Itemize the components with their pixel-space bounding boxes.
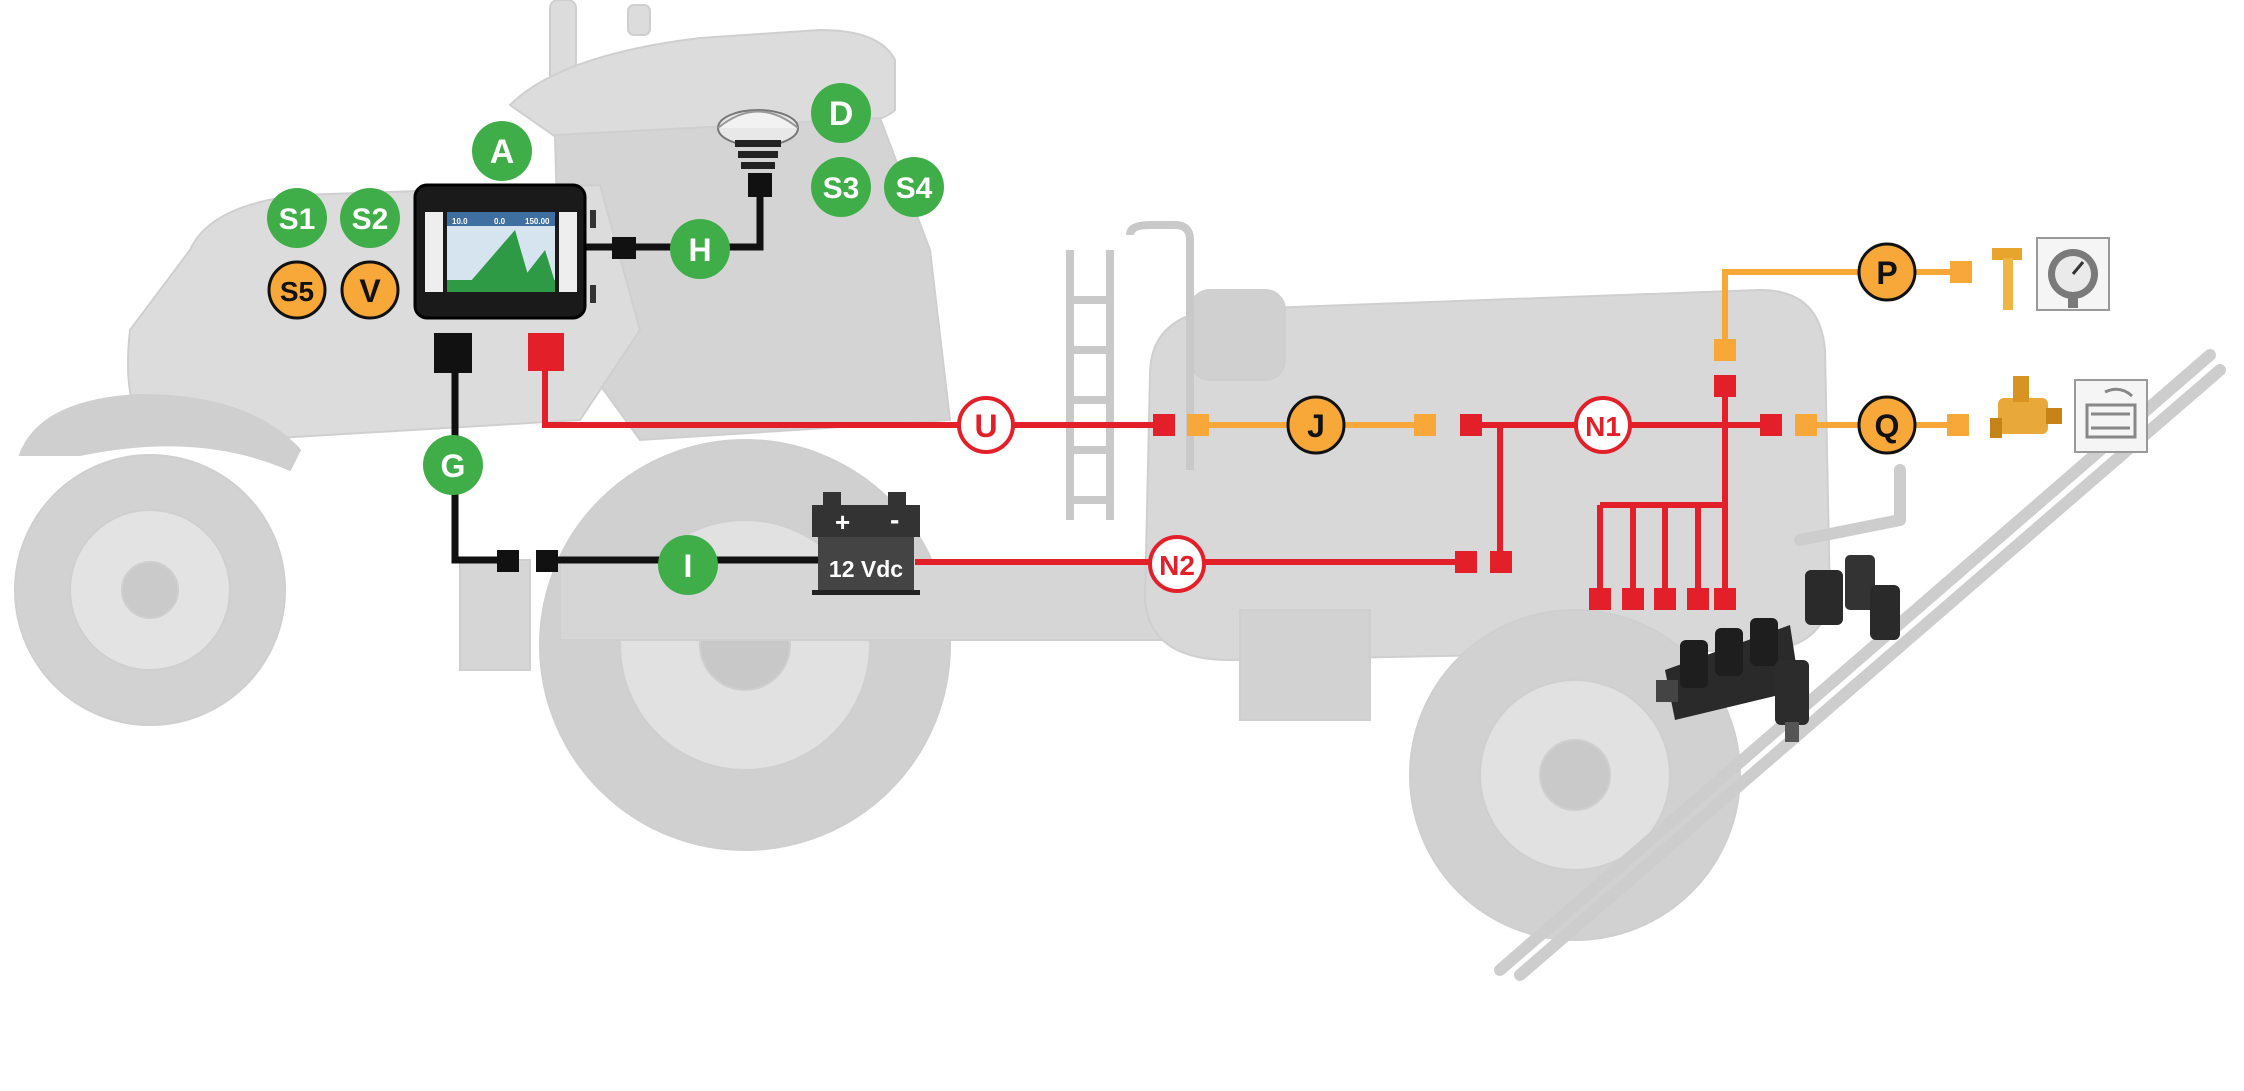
badge-S5[interactable]: S5 bbox=[267, 260, 327, 320]
badge-S3[interactable]: S3 bbox=[811, 157, 871, 217]
badge-P-label: P bbox=[1876, 255, 1897, 291]
battery-minus: - bbox=[890, 504, 899, 535]
gps-antenna-icon bbox=[717, 109, 799, 169]
badge-S2[interactable]: S2 bbox=[340, 188, 400, 248]
badge-S5-label: S5 bbox=[280, 276, 314, 307]
pressure-gauge-icon bbox=[2036, 237, 2110, 311]
tractor-sprayer-silhouette bbox=[14, 0, 2226, 981]
badge-N1-label: N1 bbox=[1585, 411, 1621, 442]
badge-P[interactable]: P bbox=[1857, 242, 1917, 302]
badge-J[interactable]: J bbox=[1286, 395, 1346, 455]
badge-H-label: H bbox=[688, 232, 711, 268]
badge-U[interactable]: U bbox=[957, 396, 1015, 454]
badge-I[interactable]: I bbox=[658, 535, 718, 595]
badge-S4[interactable]: S4 bbox=[884, 157, 944, 217]
badge-S4-label: S4 bbox=[896, 172, 933, 205]
control-display-icon: 10.0 0.0 150.00 bbox=[413, 183, 596, 320]
badge-Q-label: Q bbox=[1875, 408, 1900, 444]
regulating-valve-icon bbox=[1990, 376, 2062, 438]
badge-J-label: J bbox=[1307, 408, 1325, 444]
connectors-red bbox=[528, 333, 1782, 610]
badge-D-label: D bbox=[829, 95, 854, 133]
valve-symbol-icon bbox=[2074, 379, 2148, 453]
badge-D[interactable]: D bbox=[811, 83, 871, 143]
pressure-sensor-icon bbox=[1992, 248, 2022, 310]
connectors-orange bbox=[1187, 261, 1972, 436]
badge-A[interactable]: A bbox=[472, 121, 532, 181]
badge-H[interactable]: H bbox=[670, 219, 730, 279]
badge-Q[interactable]: Q bbox=[1857, 395, 1917, 455]
section-valve-block-icon bbox=[1656, 555, 1900, 742]
badge-A-label: A bbox=[490, 133, 515, 171]
badge-U-label: U bbox=[974, 408, 997, 444]
display-readout-left: 10.0 bbox=[452, 217, 468, 226]
badge-I-label: I bbox=[684, 548, 693, 584]
badge-N2-label: N2 bbox=[1159, 550, 1195, 581]
display-readout-mid: 0.0 bbox=[494, 217, 506, 226]
display-readout-right: 150.00 bbox=[525, 217, 550, 226]
battery-icon: + - 12 Vdc bbox=[812, 492, 920, 595]
battery-voltage: 12 Vdc bbox=[829, 556, 903, 582]
badge-N2[interactable]: N2 bbox=[1148, 535, 1206, 593]
badge-S1[interactable]: S1 bbox=[267, 188, 327, 248]
badge-V[interactable]: V bbox=[340, 260, 400, 320]
battery-plus: + bbox=[835, 507, 850, 537]
badge-S3-label: S3 bbox=[823, 172, 860, 205]
badge-S2-label: S2 bbox=[352, 203, 389, 236]
connectors-black bbox=[434, 173, 772, 572]
badge-S1-label: S1 bbox=[279, 203, 316, 236]
badge-G[interactable]: G bbox=[423, 435, 483, 495]
badge-G-label: G bbox=[441, 448, 466, 484]
badge-V-label: V bbox=[359, 273, 381, 309]
badge-N1[interactable]: N1 bbox=[1574, 396, 1632, 454]
